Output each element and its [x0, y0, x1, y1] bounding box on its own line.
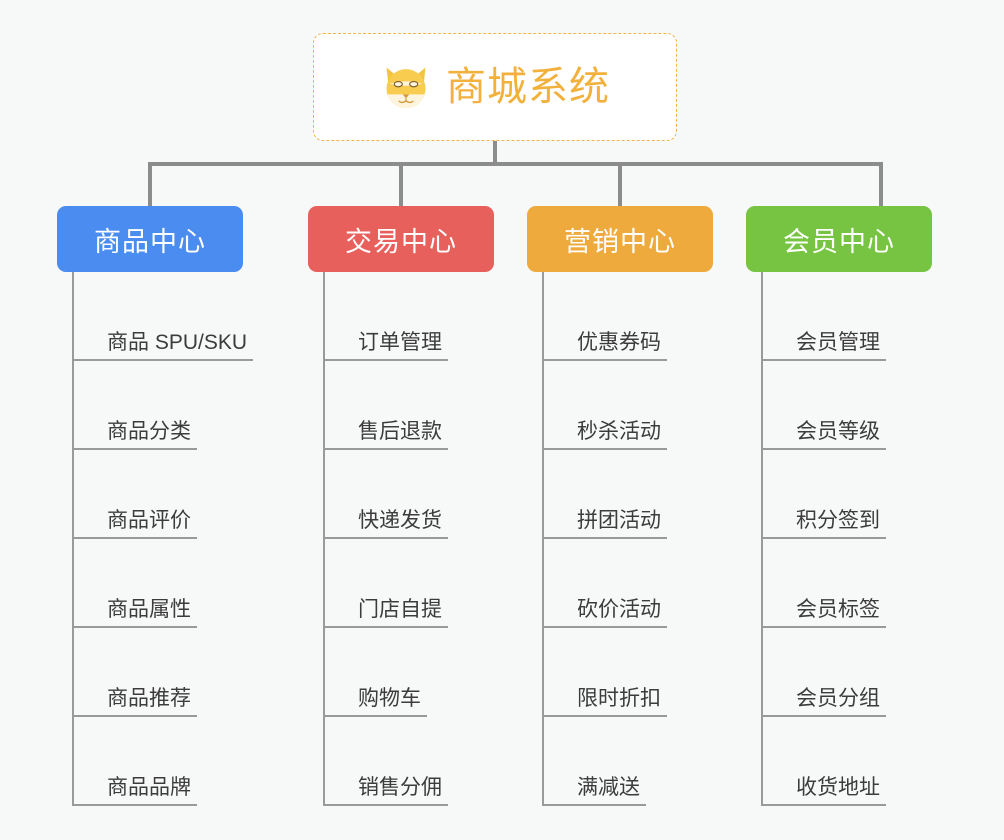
connector-horizontal-bus — [149, 162, 883, 166]
connector-drop-product-center — [148, 162, 152, 208]
leaf-label: 拼团活动 — [577, 509, 667, 539]
branch-header-member-center[interactable]: 会员中心 — [746, 206, 932, 272]
list-item[interactable]: 商品 SPU/SKU — [74, 272, 254, 361]
list-item[interactable]: 商品品牌 — [74, 717, 243, 806]
list-item[interactable]: 砍价活动 — [544, 539, 713, 628]
list-item[interactable]: 满减送 — [544, 717, 713, 806]
list-item[interactable]: 商品分类 — [74, 361, 243, 450]
leaf-label: 商品分类 — [107, 420, 197, 450]
branch-marketing-center: 营销中心 优惠券码 秒杀活动 拼团活动 砍价活动 限时折扣 满减送 — [527, 206, 713, 822]
branch-product-center: 商品中心 商品 SPU/SKU 商品分类 商品评价 商品属性 商品推荐 商品品牌 — [57, 206, 254, 822]
leaf-label: 秒杀活动 — [577, 420, 667, 450]
leaf-label: 会员等级 — [796, 420, 886, 450]
branch-trade-center: 交易中心 订单管理 售后退款 快递发货 门店自提 购物车 销售分佣 — [308, 206, 494, 822]
root-node[interactable]: 商城系统 — [313, 33, 677, 141]
leaf-label: 会员标签 — [796, 598, 886, 628]
list-item[interactable]: 商品属性 — [74, 539, 243, 628]
connector-drop-trade-center — [399, 162, 403, 208]
leaf-label: 购物车 — [358, 687, 427, 717]
connector-drop-member-center — [879, 162, 883, 208]
leaf-label: 商品 SPU/SKU — [107, 331, 254, 361]
list-item[interactable]: 会员分组 — [763, 628, 932, 717]
leaf-list-member-center: 会员管理 会员等级 积分签到 会员标签 会员分组 收货地址 — [761, 272, 932, 806]
branch-header-marketing-center[interactable]: 营销中心 — [527, 206, 713, 272]
leaf-label: 销售分佣 — [358, 776, 448, 806]
list-item[interactable]: 拼团活动 — [544, 450, 713, 539]
leaf-label: 商品品牌 — [107, 776, 197, 806]
leaf-label: 商品属性 — [107, 598, 197, 628]
leaf-list-marketing-center: 优惠券码 秒杀活动 拼团活动 砍价活动 限时折扣 满减送 — [542, 272, 713, 806]
list-item[interactable]: 订单管理 — [325, 272, 494, 361]
branch-member-center: 会员中心 会员管理 会员等级 积分签到 会员标签 会员分组 收货地址 — [746, 206, 932, 822]
list-item[interactable]: 快递发货 — [325, 450, 494, 539]
list-item[interactable]: 秒杀活动 — [544, 361, 713, 450]
leaf-label: 限时折扣 — [577, 687, 667, 717]
branch-header-trade-center[interactable]: 交易中心 — [308, 206, 494, 272]
list-item[interactable]: 购物车 — [325, 628, 494, 717]
leaf-label: 门店自提 — [358, 598, 448, 628]
leaf-label: 积分签到 — [796, 509, 886, 539]
list-item[interactable]: 优惠券码 — [544, 272, 713, 361]
list-item[interactable]: 会员等级 — [763, 361, 932, 450]
connector-root-stem — [493, 141, 497, 166]
leaf-label: 商品推荐 — [107, 687, 197, 717]
branch-header-label: 交易中心 — [345, 226, 457, 257]
leaf-label: 订单管理 — [358, 331, 448, 361]
leaf-list-trade-center: 订单管理 售后退款 快递发货 门店自提 购物车 销售分佣 — [323, 272, 494, 806]
leaf-label: 收货地址 — [796, 776, 886, 806]
leaf-label: 砍价活动 — [577, 598, 667, 628]
list-item[interactable]: 收货地址 — [763, 717, 932, 806]
list-item[interactable]: 商品推荐 — [74, 628, 243, 717]
list-item[interactable]: 积分签到 — [763, 450, 932, 539]
branch-header-product-center[interactable]: 商品中心 — [57, 206, 243, 272]
list-item[interactable]: 销售分佣 — [325, 717, 494, 806]
leaf-label: 满减送 — [577, 776, 646, 806]
leaf-label: 会员管理 — [796, 331, 886, 361]
leaf-label: 优惠券码 — [577, 331, 667, 361]
list-item[interactable]: 会员标签 — [763, 539, 932, 628]
list-item[interactable]: 售后退款 — [325, 361, 494, 450]
root-title: 商城系统 — [446, 65, 610, 109]
leaf-label: 商品评价 — [107, 509, 197, 539]
branch-header-label: 营销中心 — [564, 226, 676, 257]
branch-header-label: 商品中心 — [94, 226, 206, 257]
leaf-list-product-center: 商品 SPU/SKU 商品分类 商品评价 商品属性 商品推荐 商品品牌 — [72, 272, 254, 806]
list-item[interactable]: 限时折扣 — [544, 628, 713, 717]
list-item[interactable]: 门店自提 — [325, 539, 494, 628]
leaf-label: 售后退款 — [358, 420, 448, 450]
leaf-label: 会员分组 — [796, 687, 886, 717]
connector-drop-marketing-center — [618, 162, 622, 208]
list-item[interactable]: 会员管理 — [763, 272, 932, 361]
shiba-dog-icon — [386, 67, 426, 109]
branch-header-label: 会员中心 — [783, 226, 895, 257]
leaf-label: 快递发货 — [358, 509, 448, 539]
list-item[interactable]: 商品评价 — [74, 450, 243, 539]
